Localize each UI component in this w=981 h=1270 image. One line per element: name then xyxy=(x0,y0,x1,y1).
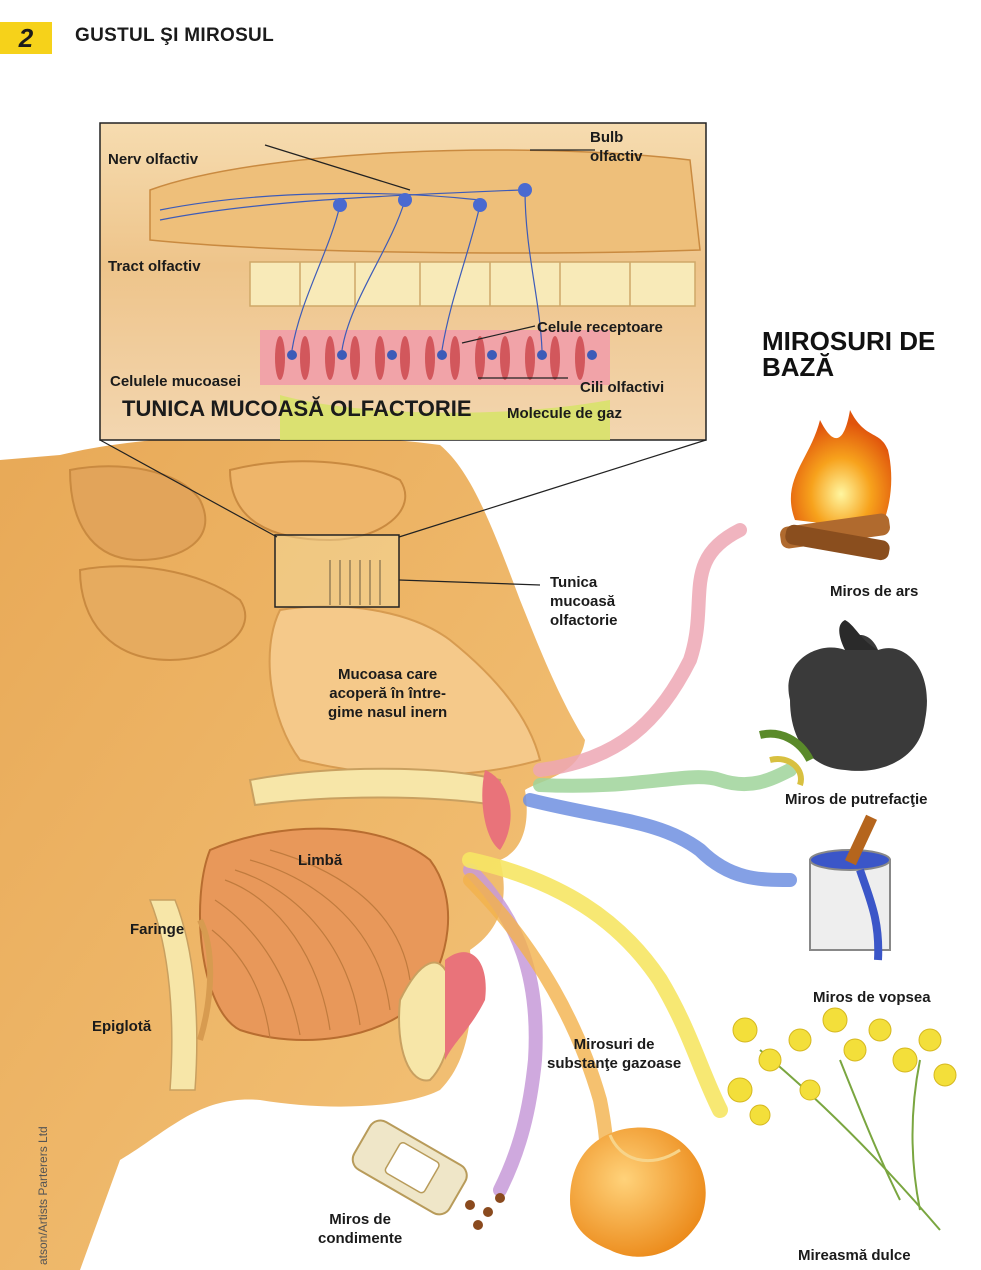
label-faringe: Faringe xyxy=(130,920,184,939)
inset-title: TUNICA MUCOASĂ OLFACTORIE xyxy=(122,399,472,418)
orange-icon xyxy=(570,1128,706,1257)
fire-icon xyxy=(779,410,891,561)
paint-can-icon xyxy=(810,815,890,960)
label-molecule-de-gaz: Molecule de gaz xyxy=(507,404,622,423)
label-celulele-mucoasei: Celulele mucoasei xyxy=(110,372,241,391)
flowers-icon xyxy=(728,1008,956,1230)
label-tract-olfactiv: Tract olfactiv xyxy=(108,257,201,276)
label-tunica-mucoasa: Tunica mucoasă olfactorie xyxy=(550,573,618,630)
label-miros-de-vopsea: Miros de vopsea xyxy=(813,988,931,1007)
label-limba: Limbă xyxy=(298,851,342,870)
label-cili-olfactivi: Cili olfactivi xyxy=(580,378,664,397)
label-miros-de-putrefactie: Miros de putrefacţie xyxy=(785,790,928,809)
head-cross-section xyxy=(0,435,585,1270)
section-title-mirosuri: MIROSURI DE BAZĂ xyxy=(762,328,972,380)
label-bulb-olfactiv: Bulb olfactiv xyxy=(590,128,643,166)
image-credit: atson/Artists Parterers Ltd xyxy=(36,1126,50,1265)
label-mirosuri-gazoase: Mirosuri de substanţe gazoase xyxy=(547,1035,681,1073)
garbage-bag-icon xyxy=(760,620,927,785)
label-miros-de-condimente: Miros de condimente xyxy=(318,1210,402,1248)
label-miros-de-ars: Miros de ars xyxy=(830,582,918,601)
label-celule-receptoare: Celule receptoare xyxy=(537,318,663,337)
label-epiglota: Epiglotă xyxy=(92,1017,151,1036)
label-mireasma-dulce: Mireasmă dulce xyxy=(798,1246,911,1265)
label-nerve-olfactiv: Nerv olfactiv xyxy=(108,150,198,169)
label-mucoasa-nas: Mucoasa care acoperă în între- gime nasu… xyxy=(328,665,447,722)
